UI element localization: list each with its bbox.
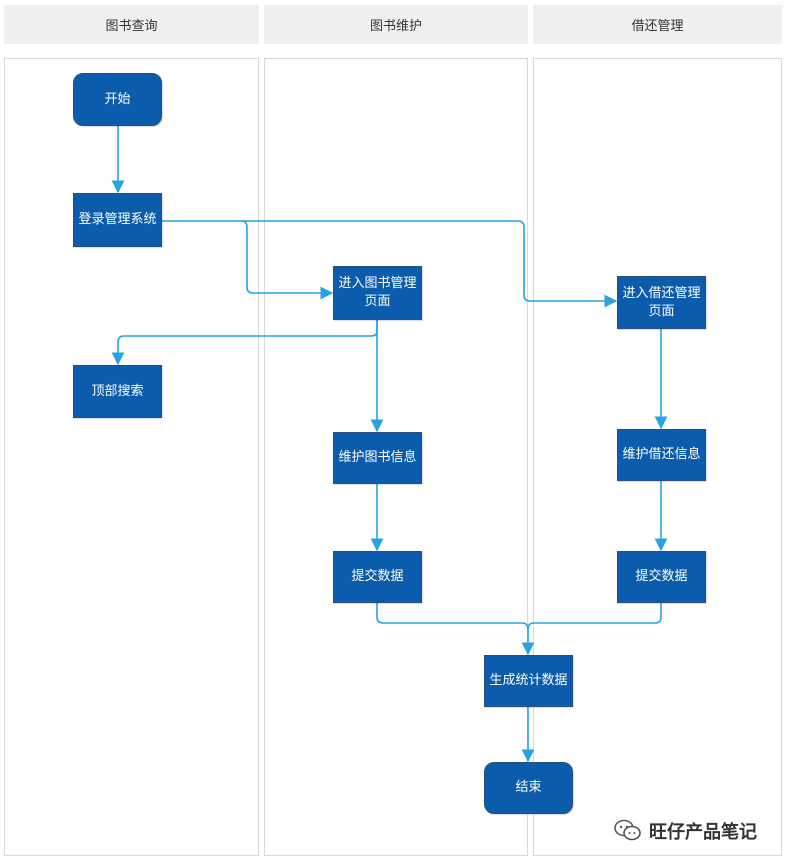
enter-borrow-management-line2: 页面	[648, 303, 675, 319]
connector-submit-borrow-to-stats	[527, 603, 662, 630]
watermark-text: 旺仔产品笔记	[649, 822, 757, 843]
connector-submit-book-to-stats	[376, 603, 535, 656]
lane-header-book-maintenance: 图书维护	[264, 5, 528, 44]
submit-borrow-data-node: 提交数据	[617, 551, 706, 603]
maintain-book-info-node: 维护图书信息	[333, 432, 422, 484]
login-node: 登录管理系统	[73, 193, 162, 247]
watermark: 旺仔产品笔记	[613, 816, 757, 846]
top-search-node: 顶部搜索	[73, 365, 162, 418]
start-node: 开始	[73, 73, 162, 126]
end-node: 结束	[484, 762, 573, 814]
connector-login-to-borrow-mgmt	[241, 220, 618, 308]
wechat-icon	[614, 819, 641, 841]
connector-book-mgmt-to-search	[111, 320, 378, 366]
lane-header-borrow-management: 借还管理	[533, 5, 782, 44]
enter-borrow-management-node: 进入借还管理 页面	[617, 276, 706, 329]
maintain-borrow-info-node: 维护借还信息	[617, 429, 706, 481]
enter-book-management-node: 进入图书管理 页面	[333, 266, 422, 320]
enter-book-management-line1: 进入图书管理	[338, 276, 417, 291]
submit-book-data-node: 提交数据	[333, 551, 422, 603]
enter-borrow-management-line1: 进入借还管理	[622, 285, 701, 301]
lane-book-query	[4, 58, 259, 856]
generate-statistics-node: 生成统计数据	[484, 655, 573, 707]
enter-book-management-line2: 页面	[364, 294, 391, 309]
connector-login-to-book-mgmt	[162, 220, 334, 300]
lane-header-book-query: 图书查询	[4, 5, 259, 44]
